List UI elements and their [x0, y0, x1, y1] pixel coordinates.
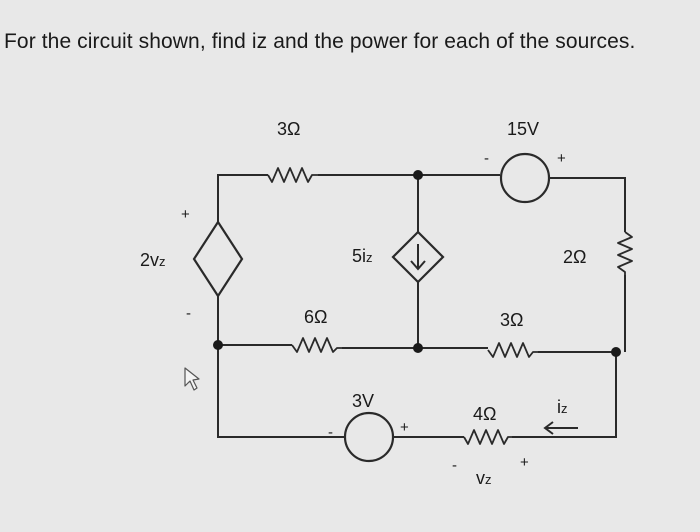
- dep-voltage-main: 2v: [140, 250, 159, 270]
- wire-bottom-right: [512, 352, 617, 438]
- current-arrow-down-icon: [410, 244, 426, 271]
- wires: [217, 174, 626, 438]
- sign-minus-dep-voltage: -: [186, 305, 191, 322]
- label-r-top: 3Ω: [277, 119, 300, 139]
- resistor-3ohm-mid-right: [487, 342, 538, 358]
- node-left-mid: [213, 340, 223, 350]
- vz-sub: z: [485, 472, 492, 487]
- mouse-cursor-icon: [184, 367, 200, 391]
- sign-minus-3v: -: [328, 424, 333, 441]
- label-iz: iz: [557, 397, 568, 417]
- sign-plus-dep-voltage: +: [181, 206, 190, 223]
- dep-current-main: 5i: [352, 246, 366, 266]
- vz-main: v: [476, 468, 485, 488]
- voltage-source-3v: [343, 411, 395, 463]
- wire-top-right: [550, 177, 626, 232]
- label-v-top: 15V: [507, 119, 539, 139]
- question-text: For the circuit shown, find iz and the p…: [4, 30, 636, 53]
- sign-plus-vz: +: [520, 454, 529, 471]
- dependent-voltage-source: [192, 219, 244, 299]
- label-r-mid-left: 6Ω: [304, 307, 327, 327]
- label-r-right: 2Ω: [563, 247, 586, 267]
- dep-current-sub: z: [366, 250, 373, 265]
- node-center-mid: [413, 343, 423, 353]
- sign-plus-3v: +: [400, 419, 409, 436]
- label-r-bottom: 4Ω: [473, 404, 496, 424]
- voltage-source-15v: [499, 152, 551, 204]
- resistor-6ohm-mid: [291, 337, 342, 353]
- label-dep-current: 5iz: [352, 246, 373, 266]
- iz-main: i: [557, 397, 561, 417]
- node-right-mid: [611, 347, 621, 357]
- node-top-center: [413, 170, 423, 180]
- sign-minus-vz: -: [452, 457, 457, 474]
- dep-voltage-sub: z: [159, 254, 166, 269]
- label-v-bottom: 3V: [352, 391, 374, 411]
- wire-left-top: [217, 174, 268, 222]
- label-r-mid-right: 3Ω: [500, 310, 523, 330]
- sign-plus-15v: +: [557, 150, 566, 167]
- resistor-2ohm-right: [617, 231, 633, 275]
- iz-sub: z: [561, 401, 568, 416]
- label-vz: vz: [476, 468, 492, 488]
- iz-arrow-left-icon: [543, 421, 578, 435]
- label-dep-voltage: 2vz: [140, 250, 166, 270]
- resistor-4ohm-bottom: [463, 429, 512, 445]
- resistor-3ohm-top: [267, 167, 318, 183]
- sign-minus-15v: -: [484, 150, 489, 167]
